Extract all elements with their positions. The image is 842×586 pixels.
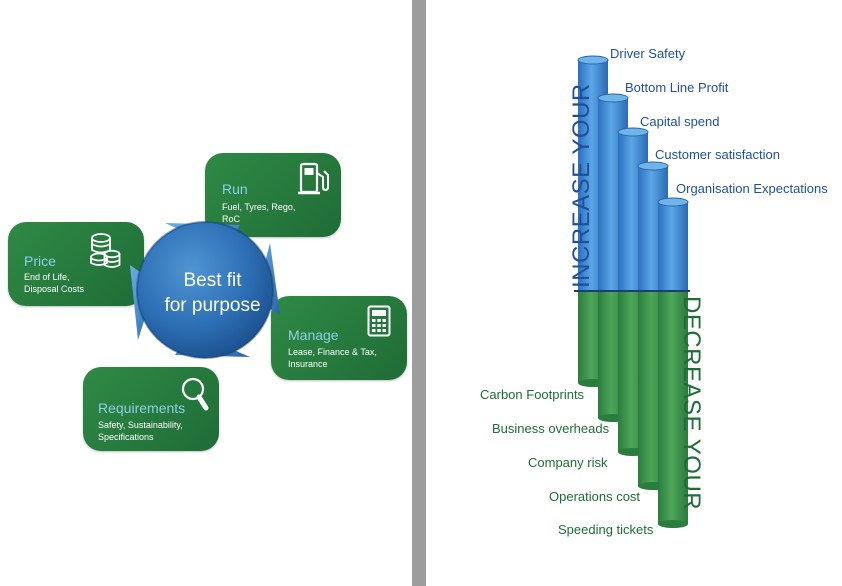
- stage-details-price: End of Life, Disposal Costs: [24, 272, 85, 294]
- increase-item: Bottom Line Profit: [625, 80, 729, 95]
- impact-bars: [574, 55, 690, 528]
- decrease-heading: DECREASE YOUR: [678, 296, 705, 511]
- stage-card-run: Run Fuel, Tyres, Rego, RoC: [205, 153, 341, 237]
- stage-details-requirements: Safety, Sustainability, Specifications: [98, 420, 183, 442]
- decrease-item: Business overheads: [492, 421, 610, 436]
- stage-card-manage: Manage Lease, Finance & Tax, Insurance: [271, 296, 407, 380]
- decrease-item: Company risk: [528, 455, 608, 470]
- stage-title-requirements: Requirements: [98, 400, 186, 416]
- stage-title-run: Run: [222, 181, 248, 197]
- stage-title-manage: Manage: [288, 327, 339, 343]
- decrease-bar-base: [658, 520, 688, 528]
- fuel-pump-icon: [297, 161, 331, 202]
- stage-details-run: Fuel, Tyres, Rego, RoC: [222, 202, 296, 224]
- magnifier-icon: [180, 376, 210, 417]
- increase-item: Customer satisfaction: [655, 147, 780, 162]
- decrease-item: Operations cost: [549, 489, 641, 504]
- increase-bar-cap: [637, 161, 669, 171]
- increase-bar-cap: [617, 127, 649, 137]
- increase-bar: [658, 202, 688, 291]
- decrease-bar: [658, 291, 688, 524]
- hub-label: Best fit for purpose: [164, 270, 261, 316]
- panel-divider: [412, 0, 426, 586]
- stage-card-requirements: Requirements Safety, Sustainability, Spe…: [83, 367, 219, 451]
- increase-item: Capital spend: [640, 114, 720, 129]
- stage-title-price: Price: [24, 253, 56, 269]
- increase-heading: INCREASE YOUR: [568, 83, 595, 288]
- increase-bar-cap: [657, 197, 689, 207]
- decrease-item: Carbon Footprints: [480, 387, 585, 402]
- increase-item: Driver Safety: [610, 46, 686, 61]
- increase-item: Organisation Expectations: [676, 181, 828, 196]
- calculator-icon: [367, 305, 391, 342]
- stage-card-price: Price End of Life, Disposal Costs: [8, 222, 144, 306]
- cycle-arrows-hub: [130, 221, 280, 359]
- coins-icon: [88, 232, 122, 275]
- decrease-item: Speeding tickets: [558, 522, 654, 537]
- stage-details-manage: Lease, Finance & Tax, Insurance: [288, 347, 377, 369]
- increase-bar-cap: [597, 93, 629, 103]
- increase-bar-cap: [577, 55, 609, 65]
